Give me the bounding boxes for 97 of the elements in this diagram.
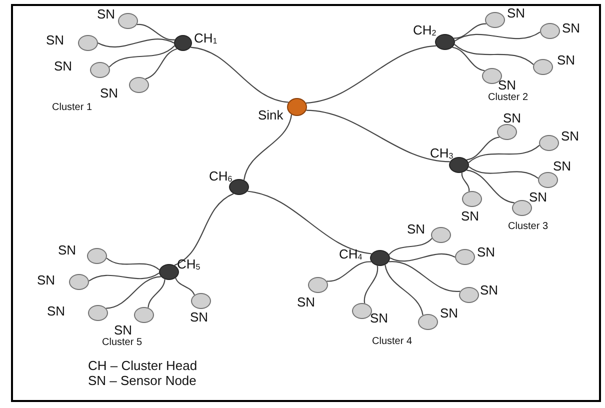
node-label: SN <box>477 244 496 260</box>
node-label: SN <box>561 128 580 144</box>
link-line <box>306 45 436 104</box>
node-circle <box>462 191 482 207</box>
link-line <box>388 261 460 292</box>
node-label: SN <box>557 52 576 68</box>
node-circle <box>455 249 475 265</box>
node-circle <box>533 59 553 75</box>
node-circle <box>129 77 149 93</box>
node-label: SN <box>190 310 208 324</box>
key-text: CH – Cluster Head <box>88 358 198 373</box>
node-circle <box>459 287 479 303</box>
link-line <box>454 44 534 66</box>
link-line <box>136 24 175 40</box>
node-circle <box>287 98 307 116</box>
cluster-label: Cluster 4 <box>372 336 412 347</box>
node-circle <box>538 172 558 188</box>
link-line <box>148 279 166 308</box>
link-line <box>106 276 161 309</box>
link-line <box>174 193 234 266</box>
link-line <box>466 136 500 160</box>
node-label: SN <box>562 20 580 36</box>
node-label: SN <box>58 242 76 258</box>
node-circle <box>539 135 559 151</box>
node-label: SN <box>47 304 66 318</box>
node-circle <box>540 23 560 39</box>
node-circle <box>90 62 110 78</box>
link-line <box>454 23 486 39</box>
node-circle <box>485 12 505 28</box>
link-line <box>306 110 450 162</box>
node-label: SN <box>37 272 56 288</box>
link-line <box>145 48 178 80</box>
node-circle <box>449 157 469 173</box>
node-label: SN <box>440 306 458 320</box>
link-line <box>466 170 514 204</box>
key-text: SN – Sensor Node <box>88 373 196 388</box>
node-label: SN <box>370 310 388 326</box>
node-label: Sink <box>258 108 284 122</box>
node-label: SN <box>97 6 116 22</box>
link-line <box>468 144 540 164</box>
node-circle <box>370 250 390 266</box>
link-line <box>388 238 432 255</box>
node-label: SN <box>498 78 516 92</box>
node-circle <box>69 274 89 290</box>
node-circle <box>431 227 451 243</box>
node-label: SN <box>461 208 480 224</box>
link-line <box>190 46 289 103</box>
link-line <box>243 114 292 180</box>
link-line <box>384 264 424 316</box>
link-line <box>468 166 538 179</box>
node-circle <box>134 307 154 323</box>
node-circle <box>418 314 438 330</box>
node-circle <box>88 305 108 321</box>
node-label: SN <box>553 158 572 174</box>
node-label: CH$_{1}$ <box>194 30 218 46</box>
link-line <box>175 278 195 296</box>
node-circle <box>435 34 455 50</box>
node-label: SN <box>503 110 522 126</box>
node-label: SN <box>507 6 526 20</box>
node-circle <box>497 124 517 140</box>
link-line <box>326 261 372 282</box>
node-label: SN <box>114 322 132 338</box>
node-circle <box>159 264 179 280</box>
link-line <box>106 258 160 270</box>
link-line <box>88 272 160 282</box>
node-circle <box>191 293 211 309</box>
link-line <box>454 32 540 42</box>
cluster-label: Cluster 1 <box>52 102 92 113</box>
node-circle <box>352 303 372 319</box>
node-label: SN <box>297 294 316 310</box>
link-line <box>247 190 372 254</box>
node-label: CH$_{5}$ <box>177 256 200 272</box>
link-line <box>452 46 485 72</box>
link-line <box>364 266 378 304</box>
node-label: SN <box>100 86 118 100</box>
node-label: SN <box>529 190 548 204</box>
node-label: SN <box>480 282 498 298</box>
node-label: SN <box>407 222 426 236</box>
node-circle <box>78 35 98 51</box>
node-label: CH$_{6}$ <box>209 168 232 184</box>
link-line <box>98 38 174 48</box>
node-circle <box>174 35 192 51</box>
node-circle <box>118 13 138 29</box>
node-label: SN <box>54 58 72 74</box>
node-label: CH$_{3}$ <box>430 146 454 160</box>
node-label: CH$_{4}$ <box>339 246 362 262</box>
cluster-label: Cluster 5 <box>102 337 142 348</box>
cluster-label: Cluster 3 <box>508 221 548 232</box>
node-circle <box>512 200 532 216</box>
link-line <box>108 45 175 68</box>
node-circle <box>87 248 107 264</box>
node-label: SN <box>46 32 64 48</box>
cluster-label: Cluster 2 <box>488 92 528 103</box>
link-line <box>390 253 456 262</box>
link-line <box>461 172 470 192</box>
node-circle <box>308 277 328 293</box>
node-label: CH$_{2}$ <box>413 22 436 38</box>
